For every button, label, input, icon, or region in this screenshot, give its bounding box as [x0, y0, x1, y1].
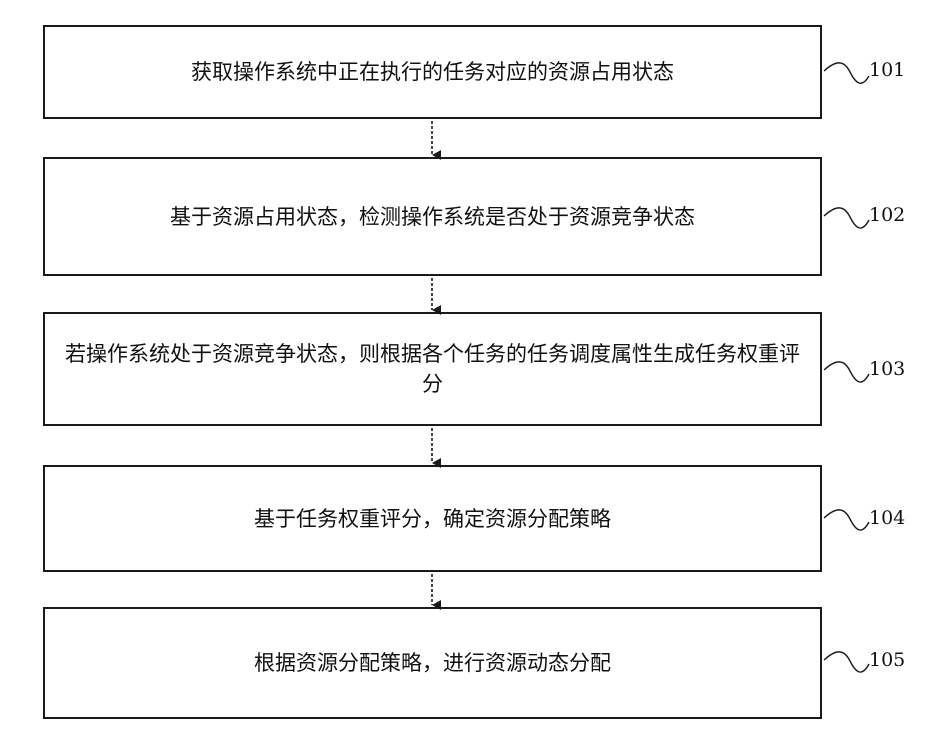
step-label-102: 102 [869, 204, 905, 226]
leader-line-102 [824, 208, 869, 228]
step-label-103: 103 [869, 358, 905, 380]
step-label-101: 101 [869, 59, 905, 81]
step-label-104: 104 [869, 507, 905, 529]
leader-line-101 [824, 63, 869, 83]
step-label-105: 105 [869, 649, 905, 671]
leader-line-104 [824, 510, 869, 530]
leader-line-105 [824, 652, 869, 672]
leader-line-103 [824, 362, 869, 382]
